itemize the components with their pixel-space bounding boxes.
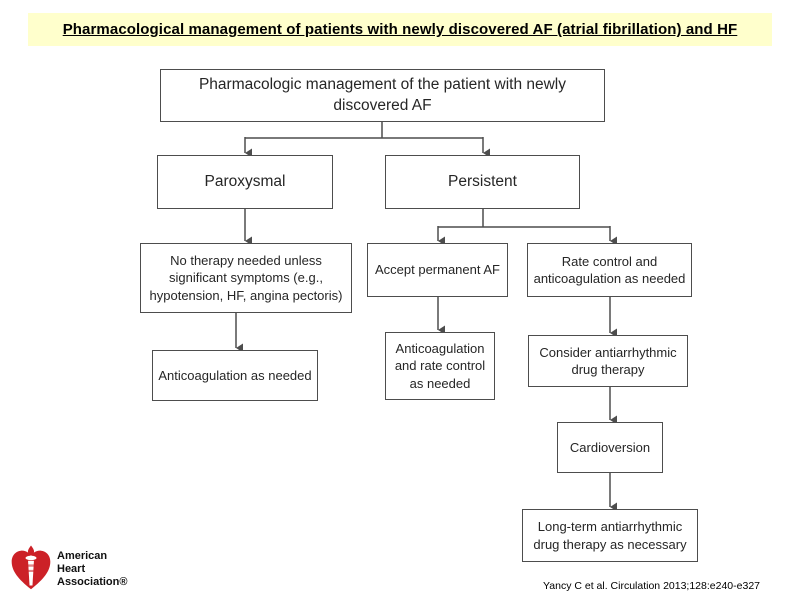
node-root: Pharmacologic management of the patient …	[160, 69, 605, 122]
connector-persistent-split	[438, 209, 610, 228]
aha-heart-torch-icon	[11, 545, 51, 590]
node-persistent: Persistent	[385, 155, 580, 209]
node-no-therapy-label: No therapy needed unless significant sym…	[149, 253, 343, 303]
node-cardioversion: Cardioversion	[557, 422, 663, 473]
aha-logo-text: American Heart Association®	[57, 550, 127, 589]
node-accept-permanent-af-label: Accept permanent AF	[374, 262, 500, 278]
node-anticoagulation-and-rate-control: Anticoagulation and rate control as need…	[385, 332, 495, 400]
node-anticoagulation-and-rate-control-label: Anticoagulation and rate control as need…	[394, 341, 486, 391]
node-no-therapy: No therapy needed unless significant sym…	[140, 243, 352, 313]
connector-root-split	[245, 122, 483, 139]
aha-logo-line1: American	[57, 549, 108, 562]
node-consider-antiarrhythmic-label: Consider antiarrhythmic drug therapy	[539, 344, 677, 377]
node-rate-control: Rate control and anticoagulation as need…	[527, 243, 692, 297]
node-paroxysmal-label: Paroxysmal	[204, 172, 286, 190]
slide-title: Pharmacological management of patients w…	[62, 21, 738, 38]
node-paroxysmal: Paroxysmal	[157, 155, 333, 209]
node-cardioversion-label: Cardioversion	[569, 439, 651, 455]
citation: Yancy C et al. Circulation 2013;128:e240…	[543, 580, 760, 592]
slide-title-bar: Pharmacological management of patients w…	[28, 13, 772, 46]
node-consider-antiarrhythmic: Consider antiarrhythmic drug therapy	[528, 335, 688, 387]
node-long-term-antiarrhythmic: Long-term antiarrhythmic drug therapy as…	[522, 509, 698, 562]
node-rate-control-label: Rate control and anticoagulation as need…	[533, 253, 686, 286]
node-anticoagulation-as-needed-label: Anticoagulation as needed	[158, 367, 312, 383]
aha-logo-line2: Heart	[57, 562, 86, 575]
node-root-label: Pharmacologic management of the patient …	[198, 76, 567, 114]
aha-logo: American Heart Association®	[8, 545, 127, 593]
node-persistent-label: Persistent	[448, 172, 517, 190]
node-anticoagulation-as-needed: Anticoagulation as needed	[152, 350, 318, 401]
node-long-term-antiarrhythmic-label: Long-term antiarrhythmic drug therapy as…	[533, 519, 687, 552]
aha-logo-line3: Association®	[57, 575, 128, 588]
node-accept-permanent-af: Accept permanent AF	[367, 243, 508, 297]
